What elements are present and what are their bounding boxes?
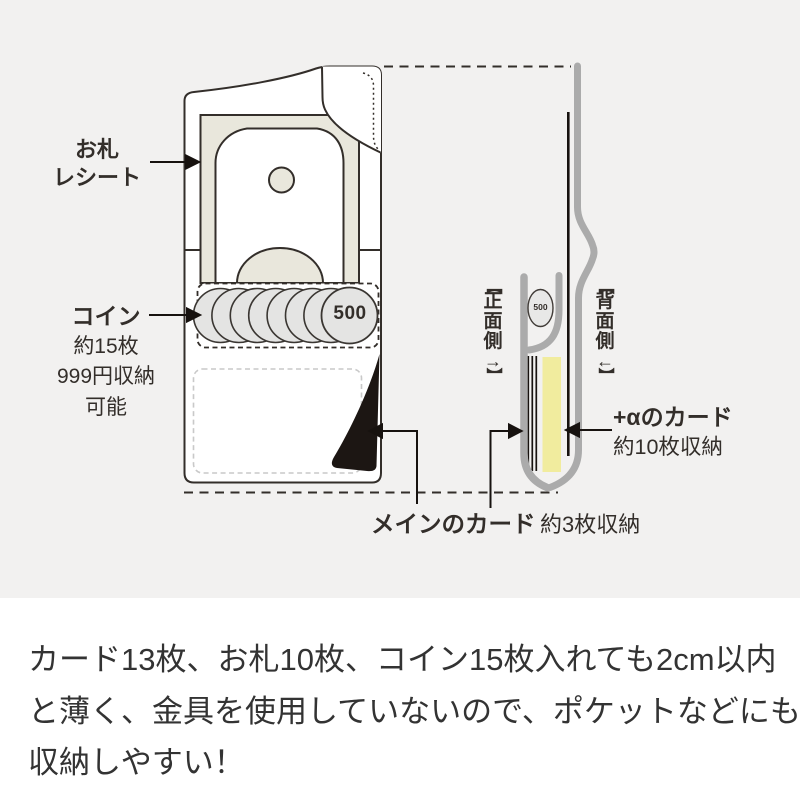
description-line-1: カード13枚、お札10枚、コイン15枚入れても2cm以内 bbox=[28, 642, 777, 677]
wallet-flap-edge bbox=[321, 66, 381, 154]
front-side-wall bbox=[520, 273, 551, 492]
coin-500-side-value: 500 bbox=[533, 302, 548, 312]
plus-alpha-label-block: +αのカード 約10枚収納 bbox=[613, 402, 733, 462]
banknote-watermark-circle bbox=[268, 166, 295, 194]
bracket-open: 【 bbox=[596, 278, 614, 295]
back-side-label: 【 背 面 側 ← 】 bbox=[595, 278, 615, 384]
coin-note-count: 約15枚 bbox=[73, 334, 139, 358]
wallet-flap bbox=[322, 66, 381, 153]
bracket-close: 】 bbox=[596, 367, 614, 384]
description-line-3: 収納しやすい！ bbox=[28, 745, 245, 780]
coin-stack bbox=[192, 286, 379, 345]
bracket-close: 】 bbox=[484, 367, 502, 384]
back-side-wall bbox=[546, 62, 598, 491]
main-card-connector bbox=[489, 430, 509, 508]
coin-note-possible: 可能 bbox=[85, 395, 127, 419]
coin-note-amount: 999円収納 bbox=[56, 365, 156, 388]
plus-alpha-label: +αのカード bbox=[613, 404, 733, 430]
main-cards-lines bbox=[527, 356, 538, 471]
main-card-note: 約3枚収納 bbox=[539, 512, 641, 537]
main-card-label: メインのカード bbox=[371, 511, 536, 537]
annotation-arrows bbox=[149, 153, 612, 508]
card-slot-opening bbox=[331, 354, 380, 472]
left-arrow-glyph: ← bbox=[596, 351, 614, 371]
coin-label-block: コイン 約15枚 999円収納 可能 bbox=[36, 301, 176, 423]
coin-pouch-inner-wall bbox=[525, 272, 563, 354]
wallet-diagram-section: お札 レシート コイン 約15枚 999円収納 可能 500 500 【 正 面… bbox=[0, 0, 800, 598]
description-line-2: と薄く、金具を使用していないので、ポケットなどにも bbox=[28, 693, 800, 729]
bills-receipt-label: お札 レシート bbox=[52, 137, 141, 190]
plus-alpha-note: 約10枚収納 bbox=[613, 435, 723, 459]
plus-alpha-cards bbox=[542, 357, 561, 472]
cross-section bbox=[520, 62, 598, 492]
banknote-bottom-medallion bbox=[235, 247, 325, 284]
coin-label: コイン bbox=[71, 303, 141, 329]
description-section: カード13枚、お札10枚、コイン15枚入れても2cm以内 と薄く、金具を使用して… bbox=[0, 598, 800, 800]
banknote-inner-frame bbox=[214, 127, 345, 284]
coin-500-side bbox=[527, 288, 554, 328]
coin-500-value: 500 bbox=[333, 303, 367, 324]
main-card-label-block: メインのカード 約3枚収納 bbox=[371, 505, 640, 539]
wallet-flap-seam bbox=[362, 72, 380, 151]
bracket-open: 【 bbox=[484, 278, 502, 295]
right-arrow-glyph: → bbox=[484, 351, 502, 371]
coin-500 bbox=[320, 286, 379, 345]
front-side-label: 【 正 面 側 → 】 bbox=[483, 278, 503, 384]
slot-connector bbox=[382, 430, 418, 504]
wallet-diagram-art bbox=[149, 62, 612, 508]
